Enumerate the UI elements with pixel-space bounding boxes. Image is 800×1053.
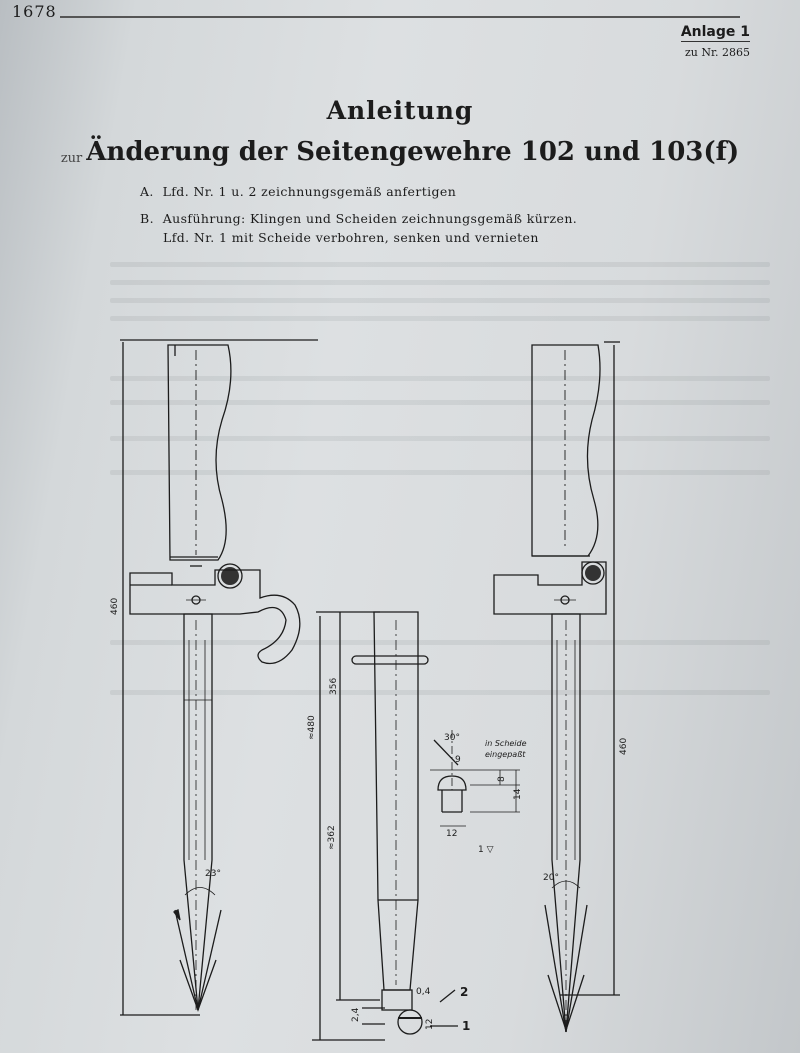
angle-left: 23°	[205, 869, 221, 879]
instruction-text: Lfd. Nr. 1 u. 2 zeichnungsgemäß anfertig…	[162, 184, 457, 199]
detail-tag: 1 ▽	[478, 845, 494, 855]
detail-dim-14: 14	[513, 788, 523, 800]
subtitle-prefix: zur	[60, 151, 83, 166]
appendix-label: Anlage 1 zu Nr. 2865	[680, 24, 750, 59]
instruction-b-cont: Lfd. Nr. 1 mit Scheide verbohren, senken…	[163, 230, 539, 245]
detail-note-1: in Scheide	[485, 739, 527, 748]
detail-angle: 30°	[444, 733, 460, 743]
bleed-through-line	[110, 262, 770, 267]
part-label-2: 2	[460, 985, 468, 999]
scab-dim-2: 0,4	[416, 987, 431, 997]
header-rule	[60, 16, 740, 18]
detail-note-2: eingepaßt	[485, 750, 526, 759]
appendix-reference: zu Nr. 2865	[684, 46, 750, 59]
angle-right: 20°	[543, 873, 559, 883]
document-title: Anleitung	[326, 96, 474, 125]
page-number: 1678	[12, 2, 57, 21]
detail-dim-8: 8	[497, 776, 507, 782]
bleed-through-line	[110, 280, 770, 285]
bleed-through-line	[110, 436, 770, 441]
dim-scabbard-inner: ≈362	[327, 825, 337, 850]
dim-left-total: 460	[110, 598, 120, 615]
scab-dim-3: 12	[425, 1019, 435, 1030]
right-bayonet-drawing	[493, 341, 620, 1033]
appendix-title: Anlage 1	[680, 24, 750, 42]
dim-right-total: 460	[619, 738, 629, 755]
dim-blade-length: ≈480	[307, 715, 317, 740]
instruction-key: B.	[140, 211, 154, 226]
bleed-through-line	[110, 400, 770, 405]
dim-scabbard-length: 356	[329, 678, 339, 695]
detail-dim-12: 12	[446, 829, 457, 839]
bleed-through-line	[110, 470, 770, 475]
bleed-through-line	[110, 298, 770, 303]
instruction-text: Lfd. Nr. 1 mit Scheide verbohren, senken…	[163, 230, 539, 245]
instruction-b: B. Ausführung: Klingen und Scheiden zeic…	[140, 211, 577, 226]
left-bayonet-drawing	[120, 339, 318, 1016]
bleed-through-line	[110, 376, 770, 381]
instruction-key: A.	[140, 184, 154, 199]
bleed-through-line	[110, 640, 770, 645]
bleed-through-line	[110, 690, 770, 695]
bleed-through-line	[110, 316, 770, 321]
scabbard-drawing	[312, 611, 458, 1041]
detail-dim-9: 9	[455, 755, 461, 765]
part-label-1: 1	[462, 1019, 470, 1033]
instruction-text: Ausführung: Klingen und Scheiden zeichnu…	[162, 211, 578, 226]
subtitle-text: Änderung der Seitengewehre 102 und 103(f…	[86, 137, 740, 167]
instruction-a: A. Lfd. Nr. 1 u. 2 zeichnungsgemäß anfer…	[140, 184, 456, 199]
detail-drawing	[430, 730, 520, 827]
scab-dim-1: 2,4	[351, 1007, 361, 1022]
